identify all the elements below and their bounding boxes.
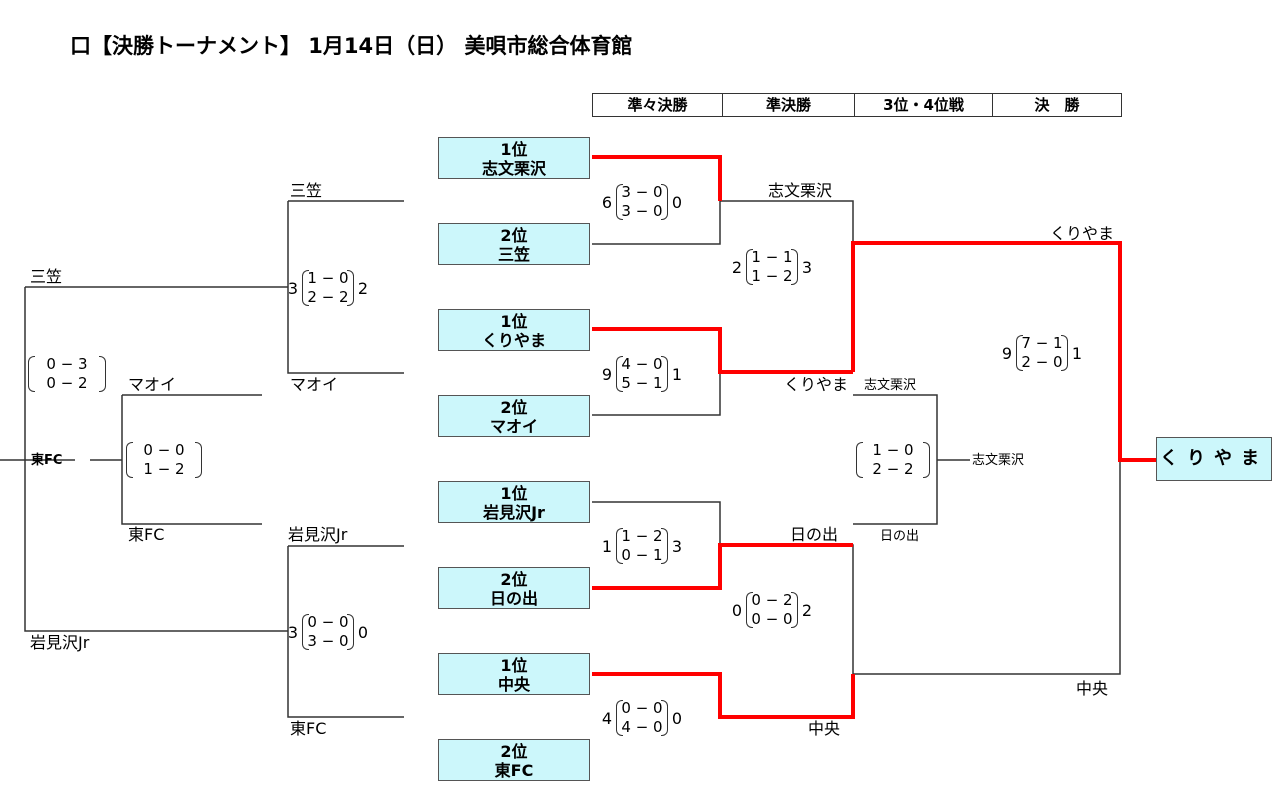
team-label: マオイ — [290, 375, 339, 394]
line-group-a — [287, 201, 404, 374]
win-line-final — [851, 241, 1156, 462]
team-label: 岩見沢Jr — [288, 525, 348, 544]
line-qf3-loser — [592, 501, 721, 545]
seed-box: 1位岩見沢Jr — [438, 481, 590, 523]
team-label: マオイ — [128, 375, 177, 394]
round-semifinal: 準決勝 — [723, 94, 855, 116]
team-label: くりやま — [784, 375, 849, 394]
team-label: 志文栗沢 — [864, 378, 917, 393]
seed-box: 2位東FC — [438, 739, 590, 781]
win-line-qf1 — [592, 155, 722, 201]
team-label: 三笠 — [290, 181, 323, 200]
seed-box: 1位くりやま — [438, 309, 590, 351]
round-quarterfinal: 準々決勝 — [593, 94, 723, 116]
team-label: 日の出 — [790, 525, 839, 544]
line-qf1-loser — [592, 201, 721, 245]
line-group-b — [287, 546, 404, 718]
team-label: 中央 — [1076, 679, 1109, 698]
champion-box: くりやま — [1156, 437, 1272, 481]
team-label: 東FC — [128, 525, 165, 544]
seed-box: 2位三笠 — [438, 223, 590, 265]
page-title: 口【決勝トーナメント】 1月14日（日） 美唄市総合体育館 — [70, 34, 633, 58]
team-label: 日の出 — [880, 529, 920, 544]
line-qf2-loser — [592, 372, 721, 416]
round-header: 準々決勝 準決勝 3位・4位戦 決 勝 — [592, 93, 1122, 117]
seed-box: 1位志文栗沢 — [438, 137, 590, 179]
bracket-winner-lines — [592, 155, 1156, 719]
round-third-place: 3位・4位戦 — [855, 94, 993, 116]
team-label: 三笠 — [30, 267, 63, 286]
team-label: 岩見沢Jr — [30, 633, 90, 652]
line-higashi-left — [121, 395, 262, 525]
team-label: くりやま — [1050, 224, 1115, 243]
team-label: 志文栗沢 — [768, 181, 833, 200]
team-label: 中央 — [808, 719, 841, 738]
line-final-loser — [853, 460, 1121, 675]
win-line-qf3 — [592, 543, 853, 590]
win-line-qf2 — [592, 327, 853, 374]
seed-box: 2位日の出 — [438, 567, 590, 609]
seed-box: 2位マオイ — [438, 395, 590, 437]
line-left-vertical — [24, 287, 288, 632]
seed-box: 1位中央 — [438, 653, 590, 695]
team-label: 志文栗沢 — [972, 453, 1025, 468]
win-line-qf4 — [592, 672, 855, 719]
line-sf1-loser — [720, 200, 854, 243]
team-label: 東FC — [290, 719, 327, 738]
team-label: 東FC — [31, 453, 63, 468]
round-final: 決 勝 — [1034, 96, 1080, 114]
